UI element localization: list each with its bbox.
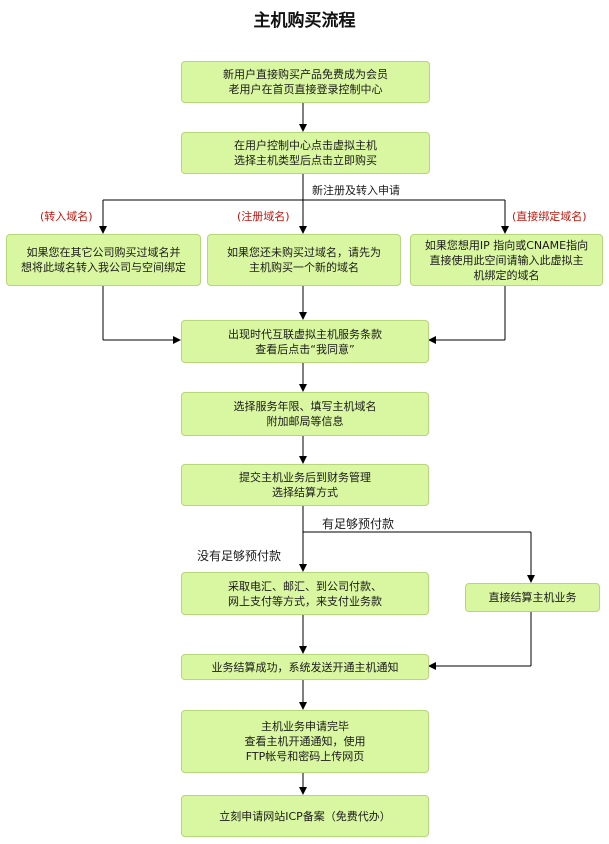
- step-application-complete-text: 主机业务申请完毕 查看主机开通通知，使用 FTP帐号和密码上传网页: [244, 720, 366, 763]
- step-icp-filing-text: 立刻申请网站ICP备案（免费代办）: [219, 809, 391, 823]
- step-settlement-success: 业务结算成功，系统发送开通主机通知: [181, 654, 429, 680]
- step-submit-finance-text: 提交主机业务后到财务管理 选择结算方式: [239, 471, 371, 499]
- branch-label-transfer: (转入域名): [40, 210, 93, 223]
- step-select-hosting: 在用户控制中心点击虚拟主机 选择主机类型后点击立即购买: [181, 132, 430, 174]
- label-not-enough-prepay: 没有足够预付款: [197, 549, 282, 563]
- step-fill-info: 选择服务年限、填写主机域名 附加邮局等信息: [181, 392, 429, 436]
- step-fill-info-text: 选择服务年限、填写主机域名 附加邮局等信息: [233, 400, 377, 428]
- step-icp-filing: 立刻申请网站ICP备案（免费代办）: [181, 795, 429, 837]
- option-register-domain-text: 如果您还未购买过域名，请先为 主机购买一个新的域名: [227, 246, 381, 274]
- step-register-or-login-text: 新用户直接购买产品免费成为会员 老用户在首页直接登录控制中心: [223, 68, 388, 96]
- step-direct-settlement: 直接结算主机业务: [465, 583, 600, 612]
- step-select-hosting-text: 在用户控制中心点击虚拟主机 选择主机类型后点击立即购买: [234, 139, 377, 167]
- step-accept-terms-text: 出现时代互联虚拟主机服务条款 查看后点击“我同意”: [228, 327, 382, 356]
- label-enough-prepay: 有足够预付款: [322, 517, 395, 531]
- page-title: 主机购买流程: [253, 11, 356, 31]
- option-bind-domain-text: 如果您想用IP 指向或CNAME指向 直接使用此空间请输入此虚拟主 机绑定的域名: [424, 238, 589, 282]
- branch-label-register: (注册域名): [237, 210, 290, 223]
- step-application-complete: 主机业务申请完毕 查看主机开通通知，使用 FTP帐号和密码上传网页: [181, 710, 429, 773]
- option-register-domain: 如果您还未购买过域名，请先为 主机购买一个新的域名: [207, 234, 401, 286]
- step-accept-terms: 出现时代互联虚拟主机服务条款 查看后点击“我同意”: [181, 320, 429, 363]
- step-pay-manually-text: 采取电汇、邮汇、到公司付款、 网上支付等方式，来支付业务款: [228, 579, 382, 608]
- branch-label-bind: (直接绑定域名): [512, 210, 587, 223]
- option-transfer-domain: 如果您在其它公司购买过域名并 想将此域名转入我公司与空间绑定: [6, 234, 201, 286]
- step-direct-settlement-text: 直接结算主机业务: [488, 591, 577, 604]
- step-settlement-success-text: 业务结算成功，系统发送开通主机通知: [211, 660, 399, 674]
- step-register-or-login: 新用户直接购买产品免费成为会员 老用户在首页直接登录控制中心: [181, 61, 430, 103]
- option-bind-domain: 如果您想用IP 指向或CNAME指向 直接使用此空间请输入此虚拟主 机绑定的域名: [410, 234, 603, 286]
- step-pay-manually: 采取电汇、邮汇、到公司付款、 网上支付等方式，来支付业务款: [181, 572, 429, 615]
- option-transfer-domain-text: 如果您在其它公司购买过域名并 想将此域名转入我公司与空间绑定: [21, 246, 186, 274]
- step-submit-finance: 提交主机业务后到财务管理 选择结算方式: [181, 464, 429, 506]
- branch-label: 新注册及转入申请: [312, 184, 400, 197]
